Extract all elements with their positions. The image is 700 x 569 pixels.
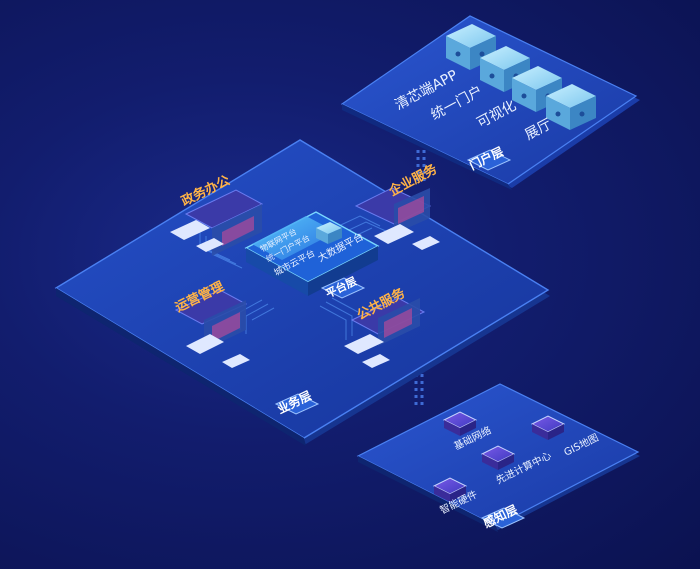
server-cube-icon	[546, 84, 596, 130]
compute-tile-icon	[480, 445, 516, 470]
layer-connector-top	[416, 150, 426, 182]
module-title: 企业服务	[385, 161, 440, 200]
server-cube-icon	[446, 24, 496, 70]
gis-tile-icon	[530, 415, 566, 440]
server-cube-icon	[480, 46, 530, 92]
portal-layer: 清芯端APP 统一门户 可视化 展厅 门户层	[340, 15, 640, 190]
network-tile-icon	[442, 411, 478, 436]
business-layer: 物联网平台 统一门户平台 城市云平台 大数据平台 平台层 政务办公	[54, 139, 550, 446]
perception-layer: 基础网络 先进计算中心 GIS地图 智能硬件 感知层	[356, 383, 640, 532]
hardware-tile-icon	[432, 477, 468, 502]
